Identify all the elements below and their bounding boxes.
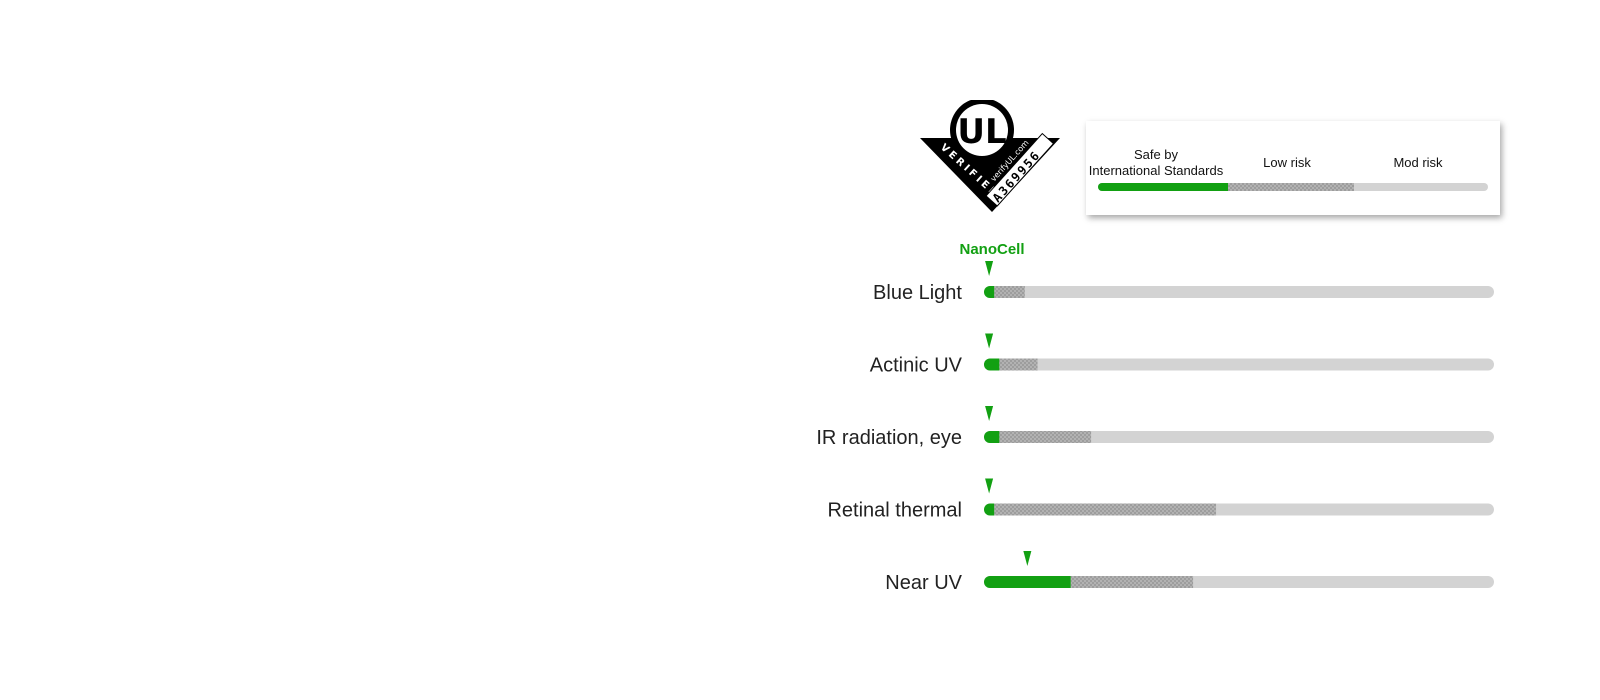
mod-risk-bar bbox=[984, 286, 1494, 298]
legend-safe-line1: Safe by bbox=[1133, 147, 1179, 162]
legend-low-bar bbox=[1224, 183, 1354, 191]
row-label: IR radiation, eye bbox=[816, 427, 962, 449]
nanocell-marker bbox=[985, 333, 994, 349]
low-risk-bar bbox=[994, 503, 1217, 516]
safe-bar bbox=[984, 358, 1000, 371]
risk-legend: Safe by International Standards Low risk… bbox=[1086, 121, 1500, 215]
row-label: Blue Light bbox=[873, 282, 962, 304]
nanocell-marker bbox=[985, 261, 994, 276]
row-label: Near UV bbox=[885, 572, 962, 594]
safe-bar bbox=[984, 503, 995, 516]
legend-safe-line2: International Standards bbox=[1088, 163, 1224, 178]
legend-safe-bar bbox=[1098, 183, 1228, 191]
ul-verified-logo: UL VERIFIED verifyUL.com A369956 bbox=[920, 98, 1060, 215]
safe-bar bbox=[984, 431, 1000, 443]
nanocell-marker bbox=[985, 478, 994, 494]
safe-bar bbox=[984, 286, 995, 298]
mod-risk-bar bbox=[984, 431, 1494, 443]
low-risk-bar bbox=[999, 358, 1038, 371]
legend-mod-label: Mod risk bbox=[1393, 155, 1443, 170]
legend-safe-label: Safe by International Standards bbox=[1086, 147, 1226, 179]
nanocell-marker bbox=[1023, 551, 1032, 566]
nanocell-label: NanoCell bbox=[959, 241, 1024, 258]
low-risk-bar bbox=[994, 286, 1025, 298]
low-risk-bar bbox=[999, 431, 1092, 443]
row-label: Retinal thermal bbox=[827, 500, 962, 522]
low-risk-bar bbox=[1070, 576, 1194, 588]
row-label: Actinic UV bbox=[870, 355, 963, 377]
mod-risk-bar bbox=[984, 358, 1494, 371]
nanocell-marker bbox=[985, 406, 994, 421]
legend-low-label: Low risk bbox=[1263, 155, 1311, 170]
ul-text: UL bbox=[957, 112, 1006, 152]
safe-bar bbox=[984, 576, 1071, 588]
